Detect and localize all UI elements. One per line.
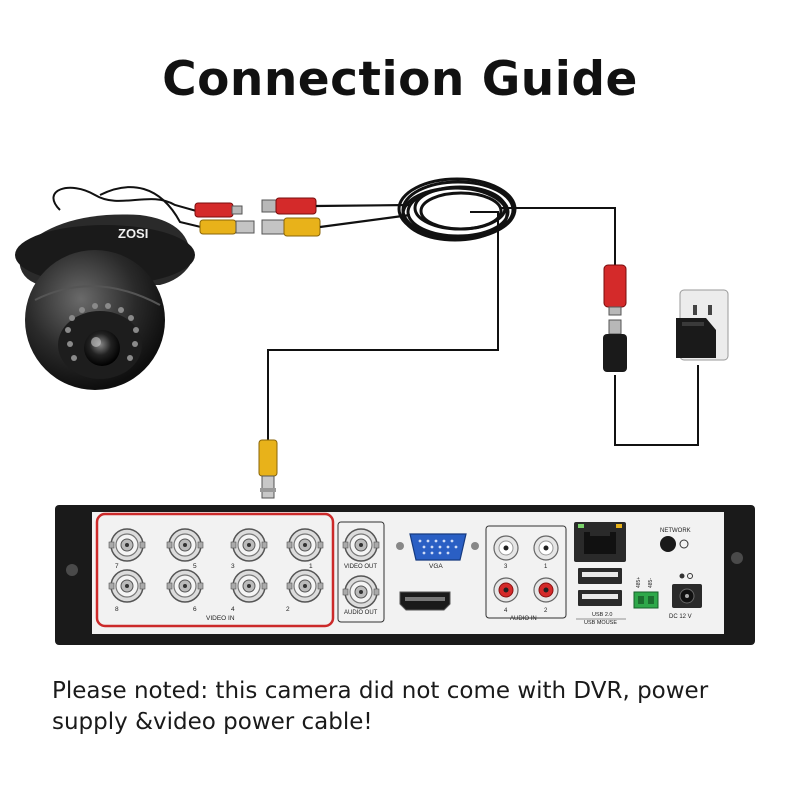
cable-lines [52, 186, 699, 446]
dvr-video-connector [258, 439, 278, 499]
audio-in-port-3 [493, 535, 519, 561]
adapter-input-connector [603, 264, 627, 316]
video-in-num-7: 7 [115, 563, 119, 570]
network-label: NETWORK [660, 528, 691, 534]
video-in-label: VIDEO IN [206, 615, 235, 622]
audio-in-num-3: 3 [504, 564, 508, 570]
video-in-num-8: 8 [115, 606, 119, 613]
audio-in-port-2 [533, 577, 559, 603]
extension-video-connector [261, 217, 321, 237]
vga-label: VGA [429, 563, 443, 570]
extension-power-connector [261, 197, 317, 215]
audio-out-label: AUDIO OUT [344, 610, 378, 616]
camera-power-connector [194, 202, 243, 218]
usb-label-2: USB MOUSE [584, 620, 617, 626]
audio-in-num-1: 1 [544, 564, 548, 570]
rs485-a-label: 485+ [636, 577, 642, 588]
audio-in-port-4 [493, 577, 519, 603]
audio-in-num-4: 4 [504, 608, 508, 614]
note-line-2: supply &video power cable! [52, 709, 373, 735]
camera-pigtail-cable [52, 186, 201, 213]
audio-in-port-1 [533, 535, 559, 561]
power-cable-to-adapter [500, 207, 616, 265]
dc-label: DC 12 V [669, 614, 692, 620]
vga-port [409, 533, 467, 561]
page-title: Connection Guide [162, 52, 638, 107]
cable-coil [397, 177, 517, 242]
video-in-num-6: 6 [193, 606, 197, 613]
video-in-highlight-box [95, 512, 335, 628]
video-in-num-1: 1 [309, 563, 313, 570]
rs485-terminal [633, 591, 659, 609]
video-out-label: VIDEO OUT [344, 564, 377, 570]
video-cable-to-dvr [267, 211, 499, 440]
note-line-1: Please noted: this camera did not come w… [52, 678, 709, 704]
usb-label-1: USB 2.0 [592, 612, 612, 618]
camera-video-lead [99, 186, 206, 229]
camera-video-connector [199, 219, 255, 235]
disclaimer-note: Please noted: this camera did not come w… [52, 676, 772, 738]
adapter-output-plug [603, 319, 627, 372]
audio-in-label: AUDIO IN [510, 616, 537, 622]
dvr-back-panel: 7 5 3 1 8 6 4 2 VIDEO IN VIDEO OUT AUDIO… [55, 505, 755, 645]
audio-in-num-2: 2 [544, 608, 548, 614]
video-in-num-4: 4 [231, 606, 235, 613]
video-in-num-2: 2 [286, 606, 290, 613]
video-in-num-5: 5 [193, 563, 197, 570]
rs485-b-label: 485- [648, 578, 654, 588]
adapter-cable [614, 365, 699, 446]
camera-brand-label: ZOSI [118, 226, 148, 241]
video-in-num-3: 3 [231, 563, 235, 570]
power-adapter-icon [676, 318, 716, 358]
dome-camera: ZOSI [15, 214, 195, 390]
